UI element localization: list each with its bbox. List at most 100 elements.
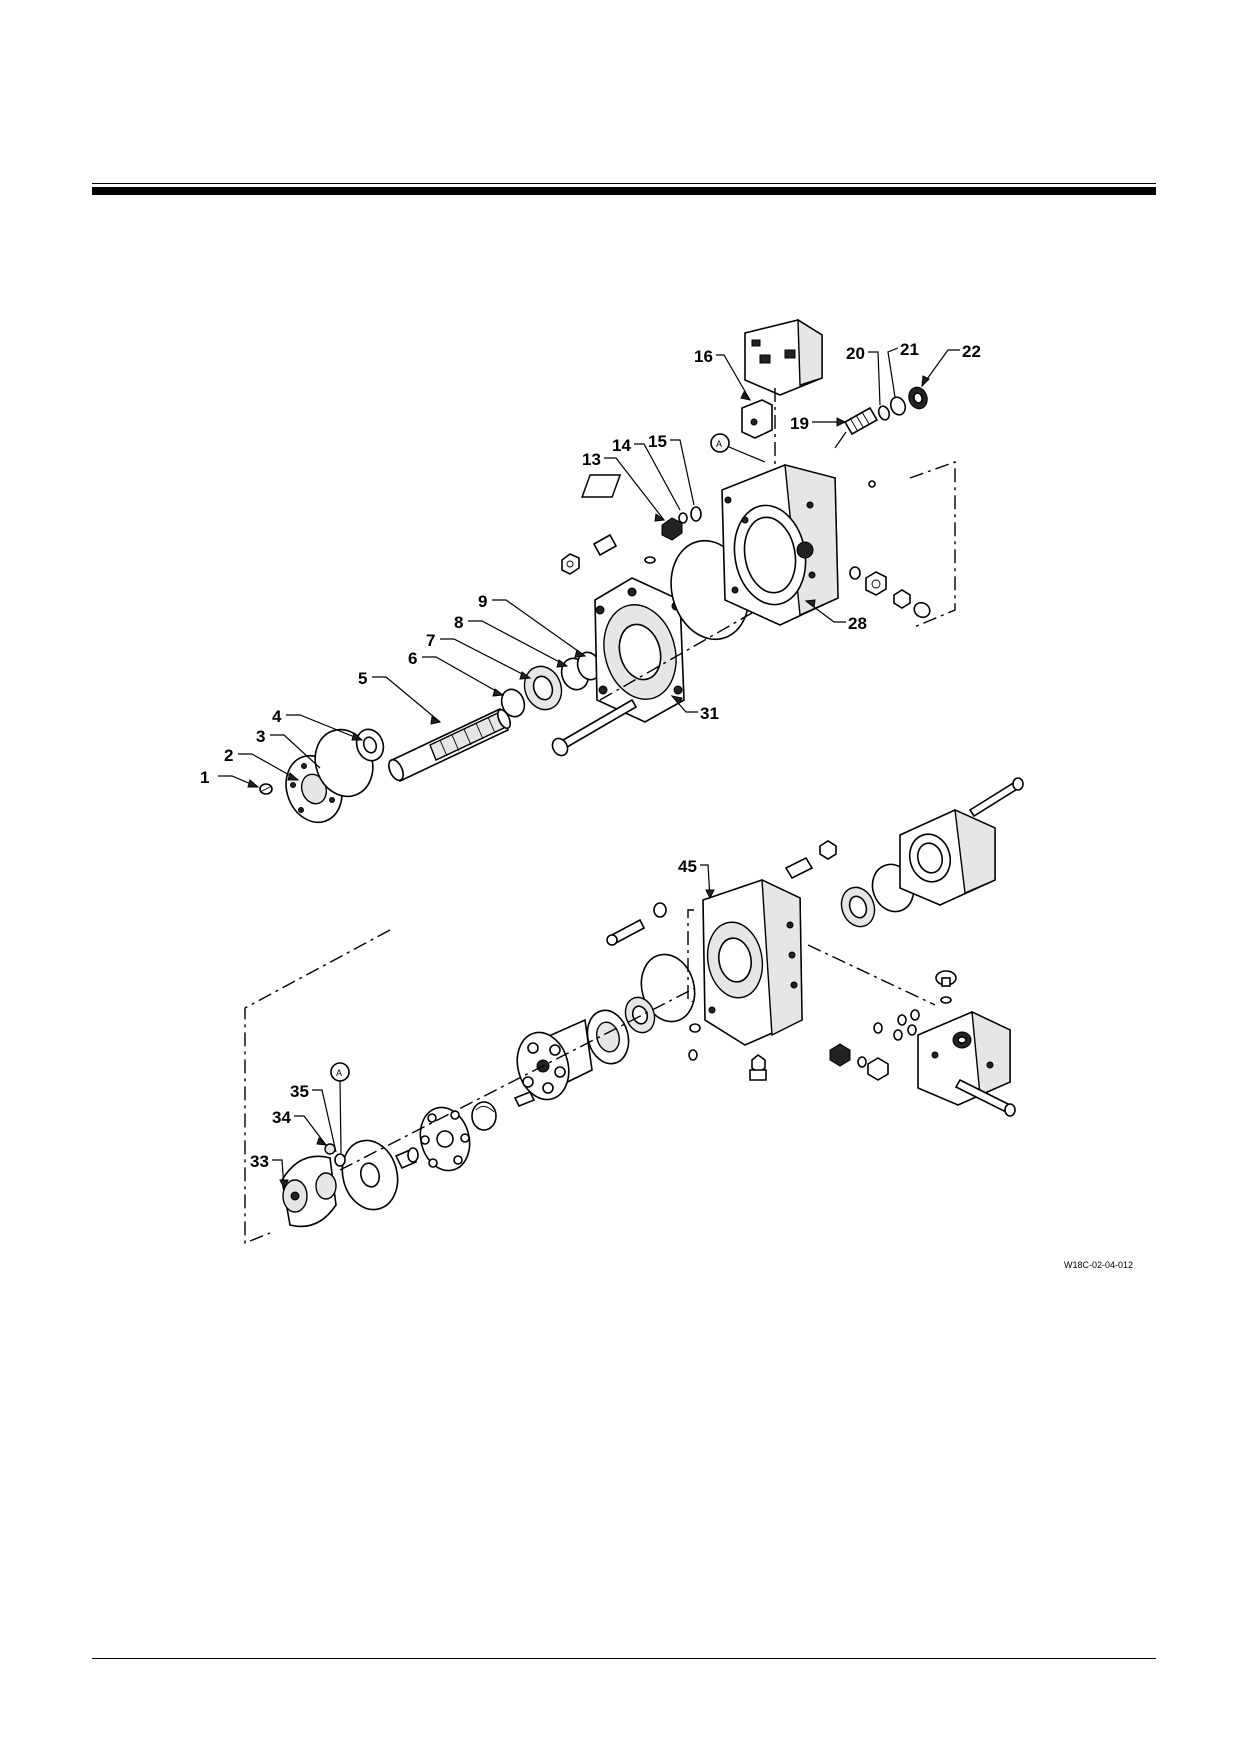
part-16-valve-block xyxy=(741,399,773,439)
part-7-bearing xyxy=(523,665,563,711)
reference-marker-label: A xyxy=(716,439,722,449)
callout-35: 35 xyxy=(290,1082,337,1153)
callout-9: 9 xyxy=(478,592,587,658)
svg-text:3: 3 xyxy=(256,727,265,746)
figure-id: W18C-02-04-012 xyxy=(1064,1260,1133,1270)
centerline-lower xyxy=(339,987,696,1171)
callout-5: 5 xyxy=(358,669,442,725)
part-45-valve-block xyxy=(702,878,803,1046)
regulator-assembly xyxy=(744,318,823,396)
svg-text:28: 28 xyxy=(848,614,867,633)
part-21-backup-ring xyxy=(889,396,907,416)
callout-3: 3 xyxy=(256,727,321,769)
pin-small xyxy=(868,480,876,488)
part-22-plug-cap xyxy=(908,386,928,410)
svg-text:8: 8 xyxy=(454,613,463,632)
svg-text:13: 13 xyxy=(582,450,601,469)
svg-text:9: 9 xyxy=(478,592,487,611)
svg-text:21: 21 xyxy=(900,340,919,359)
callout-16: 16 xyxy=(694,347,752,401)
callout-34: 34 xyxy=(272,1108,328,1146)
header-rule xyxy=(92,187,1156,195)
reference-marker-label-lower: A xyxy=(336,1068,342,1078)
fittings-bottom-right xyxy=(829,1043,889,1081)
callout-1: 1 xyxy=(200,768,260,788)
svg-text:20: 20 xyxy=(846,344,865,363)
callout-15: 15 xyxy=(648,432,695,506)
pin-lower-2 xyxy=(688,1049,698,1061)
svg-text:45: 45 xyxy=(678,857,697,876)
pin-long xyxy=(606,918,646,946)
callout-33: 33 xyxy=(250,1152,289,1190)
svg-text:19: 19 xyxy=(790,414,809,433)
svg-text:35: 35 xyxy=(290,1082,309,1101)
plug-top-right xyxy=(935,970,957,1004)
svg-text:34: 34 xyxy=(272,1108,291,1127)
elbow-fitting xyxy=(893,589,931,619)
reference-marker-upper: A xyxy=(710,433,766,463)
callout-13: 13 xyxy=(582,450,666,522)
needle-bearing-right xyxy=(840,886,876,928)
svg-text:6: 6 xyxy=(408,649,417,668)
svg-text:2: 2 xyxy=(224,746,233,765)
callout-22: 22 xyxy=(921,342,981,388)
part-14-o-ring xyxy=(678,512,688,524)
assembly-boundary-lower xyxy=(244,929,391,1245)
spring-cylinder xyxy=(513,1090,536,1108)
header-rule-thin xyxy=(92,183,1156,184)
pin-lower xyxy=(689,1023,701,1033)
callout-8: 8 xyxy=(454,613,569,668)
part-33-swash-plate xyxy=(281,1155,337,1228)
footer-rule xyxy=(92,1658,1156,1659)
svg-text:15: 15 xyxy=(648,432,667,451)
o-rings-right-group xyxy=(873,1009,920,1041)
part-4-oil-seal xyxy=(355,728,385,762)
piston-shoe xyxy=(394,1147,419,1170)
callout-2: 2 xyxy=(224,746,300,781)
svg-text:7: 7 xyxy=(426,631,435,650)
plug xyxy=(592,533,618,557)
callout-14: 14 xyxy=(612,436,681,511)
spherical-bushing xyxy=(471,1101,497,1131)
callout-4: 4 xyxy=(272,707,364,741)
callout-28: 28 xyxy=(804,599,867,633)
bolt-lower-right xyxy=(954,1078,1016,1117)
through-bolt xyxy=(551,698,638,757)
gasket-lower xyxy=(640,953,696,1023)
callout-7: 7 xyxy=(426,631,532,680)
cylinder-block xyxy=(516,1018,593,1101)
part-1-bolt xyxy=(259,783,273,795)
part-13-plug xyxy=(661,517,683,541)
svg-text:14: 14 xyxy=(612,436,631,455)
flange-block-upper xyxy=(899,808,996,906)
assembly-boundary-upper xyxy=(909,461,956,629)
shoe-plate xyxy=(341,1139,399,1211)
bolt-upper-right xyxy=(968,777,1024,818)
part-6-snap-ring xyxy=(500,688,526,718)
svg-text:33: 33 xyxy=(250,1152,269,1171)
part-19-spring-plug xyxy=(834,406,879,449)
svg-text:16: 16 xyxy=(694,347,713,366)
centerline-lower-right xyxy=(807,944,936,1006)
retainer-plate xyxy=(419,1106,471,1172)
part-31-front-cover xyxy=(594,577,685,723)
plug-lower-left xyxy=(653,902,667,918)
part-20-o-ring xyxy=(877,405,891,421)
svg-text:31: 31 xyxy=(700,704,719,723)
part-15-o-ring xyxy=(690,506,702,522)
callout-20: 20 xyxy=(846,344,881,406)
needle-bearing-left xyxy=(624,996,656,1034)
spring-lower xyxy=(784,840,837,880)
part-5-drive-shaft xyxy=(388,707,511,783)
callout-19: 19 xyxy=(790,414,847,433)
reference-marker-lower: A xyxy=(330,1062,350,1154)
svg-text:1: 1 xyxy=(200,768,209,787)
svg-text:4: 4 xyxy=(272,707,282,726)
callout-31: 31 xyxy=(670,695,719,723)
nut xyxy=(561,553,580,575)
svg-text:22: 22 xyxy=(962,342,981,361)
part-35-pin xyxy=(334,1153,346,1167)
svg-text:5: 5 xyxy=(358,669,367,688)
callout-21: 21 xyxy=(887,340,919,398)
